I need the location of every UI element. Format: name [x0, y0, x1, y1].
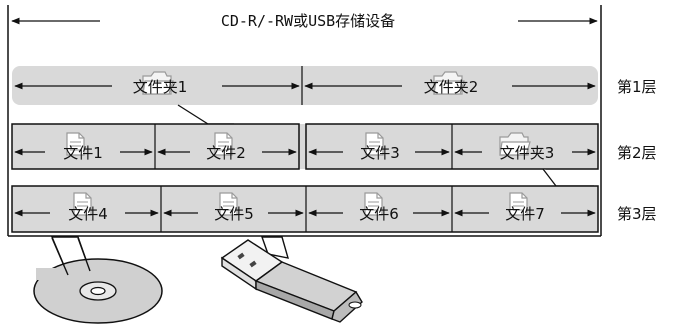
layer-1-item-1: 文件夹1: [133, 78, 188, 96]
header: CD-R/-RW或USB存储设备: [11, 12, 598, 30]
usb-drive-icon: [220, 236, 363, 323]
header-title: CD-R/-RW或USB存储设备: [221, 12, 395, 30]
folder-1-callout: [177, 104, 234, 125]
layer-2-item-4: 文件夹3: [500, 144, 555, 162]
folder-3-callout: [542, 168, 594, 187]
layer-2-item-2: 文件2: [206, 144, 246, 162]
layer-2-label: 第2层: [617, 144, 657, 162]
layer-3-item-1: 文件4: [68, 205, 108, 223]
layer-2-item-3: 文件3: [360, 144, 400, 162]
layer-1-band: 文件夹1 文件夹2: [12, 66, 598, 105]
cd-disc-icon: [33, 236, 163, 324]
layer-1-item-2: 文件夹2: [424, 78, 479, 96]
outer-boundary: [7, 5, 602, 237]
layer-3-item-3: 文件6: [359, 205, 399, 223]
layer-3-label: 第3层: [617, 205, 657, 223]
layer-3-band: 文件4 文件5 文件6 文件7: [11, 185, 599, 233]
layer-3-item-4: 文件7: [505, 205, 545, 223]
layer-2-item-1: 文件1: [63, 144, 103, 162]
layer-1-label: 第1层: [617, 78, 657, 96]
layer-2-band: 文件1 文件2 文件3 文件夹3: [11, 123, 599, 170]
layer-3-item-2: 文件5: [214, 205, 254, 223]
